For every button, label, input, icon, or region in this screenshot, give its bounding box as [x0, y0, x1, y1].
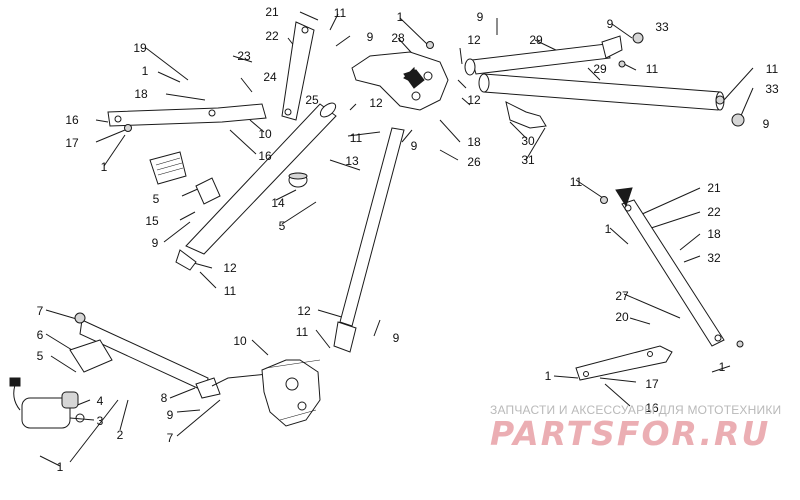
- callout-label: 12: [297, 304, 311, 318]
- part-box-15: [149, 151, 187, 185]
- callout-label: 21: [707, 181, 721, 195]
- callout-label: 9: [392, 331, 400, 345]
- watermark-logo: PARTSFOR.RU: [490, 414, 771, 453]
- callout-label: 16: [258, 149, 272, 163]
- callout-label: 11: [295, 325, 309, 339]
- callout-label: 8: [160, 391, 168, 405]
- part-actuator: [21, 397, 71, 429]
- callout-label: 29: [593, 62, 607, 76]
- callout-label: 4: [96, 394, 104, 408]
- callout-label: 25: [305, 93, 319, 107]
- part-bracket-6: [69, 339, 113, 373]
- callout-label: 3: [96, 414, 104, 428]
- callout-label: 12: [369, 96, 383, 110]
- callout-label: 6: [36, 328, 44, 342]
- callout-label: 15: [145, 214, 159, 228]
- part-engine-block: [261, 359, 321, 427]
- callout-label: 24: [263, 70, 277, 84]
- callout-label: 27: [615, 289, 629, 303]
- callout-label: 11: [223, 284, 237, 298]
- callout-label: 18: [467, 135, 481, 149]
- callout-label: 19: [133, 41, 147, 55]
- part-bar-center: [339, 127, 405, 327]
- part-clamp-30: [505, 101, 547, 129]
- callout-label: 1: [604, 222, 612, 236]
- callout-label: 1: [100, 160, 108, 174]
- callout-label: 33: [765, 82, 779, 96]
- part-bar-22: [281, 21, 315, 121]
- callout-label: 11: [349, 131, 363, 145]
- callout-label: 1: [544, 369, 552, 383]
- part-brace-upper-left: [107, 103, 267, 127]
- callout-label: 12: [467, 33, 481, 47]
- callout-label: 32: [707, 251, 721, 265]
- callout-label: 12: [467, 93, 481, 107]
- callout-label: 9: [410, 139, 418, 153]
- callout-label: 9: [476, 10, 484, 24]
- callout-label: 11: [569, 175, 583, 189]
- callout-label: 2: [116, 428, 124, 442]
- callout-label: 9: [166, 408, 174, 422]
- callout-label: 16: [645, 401, 659, 415]
- callout-label: 31: [521, 153, 535, 167]
- callout-label: 1: [141, 64, 149, 78]
- callout-label: 11: [645, 62, 659, 76]
- callout-label: 11: [333, 6, 347, 20]
- callout-label: 1: [56, 460, 64, 474]
- callout-label: 22: [265, 29, 279, 43]
- callout-label: 21: [265, 5, 279, 19]
- callout-label: 18: [134, 87, 148, 101]
- callout-label: 17: [65, 136, 79, 150]
- callout-label: 9: [606, 17, 614, 31]
- callout-label: 12: [223, 261, 237, 275]
- callout-label: 29: [529, 33, 543, 47]
- callout-label: 11: [765, 62, 779, 76]
- callout-label: 30: [521, 134, 535, 148]
- part-tube-29-lower: [483, 73, 721, 111]
- callout-label: 26: [467, 155, 481, 169]
- callout-label: 22: [707, 205, 721, 219]
- callout-label: 5: [36, 349, 44, 363]
- callout-label: 5: [152, 192, 160, 206]
- callout-label: 18: [707, 227, 721, 241]
- part-bar-right-22: [621, 199, 725, 347]
- callout-label: 10: [258, 127, 272, 141]
- callout-label: 17: [645, 377, 659, 391]
- callout-label: 1: [396, 10, 404, 24]
- watermark-tagline: ЗАПЧАСТИ И АКСЕССУАРЫ ДЛЯ МОТОТЕХНИКИ: [490, 403, 782, 417]
- leader-line: [39, 11, 754, 467]
- callout-label: 7: [36, 304, 44, 318]
- callout-label: 7: [166, 431, 174, 445]
- part-bracket-28: [351, 51, 449, 111]
- part-brace-17: [575, 345, 673, 381]
- callout-label: 13: [345, 154, 359, 168]
- callout-label: 23: [237, 49, 251, 63]
- callout-label: 9: [762, 117, 770, 131]
- callout-label: 9: [366, 30, 374, 44]
- callout-label: 14: [271, 196, 285, 210]
- callout-label: 5: [278, 219, 286, 233]
- callout-label: 33: [655, 20, 669, 34]
- callout-label: 16: [65, 113, 79, 127]
- callout-label: 10: [233, 334, 247, 348]
- callout-label: 9: [151, 236, 159, 250]
- callout-label: 20: [615, 310, 629, 324]
- callout-label: 1: [718, 360, 726, 374]
- callout-label: 28: [391, 31, 405, 45]
